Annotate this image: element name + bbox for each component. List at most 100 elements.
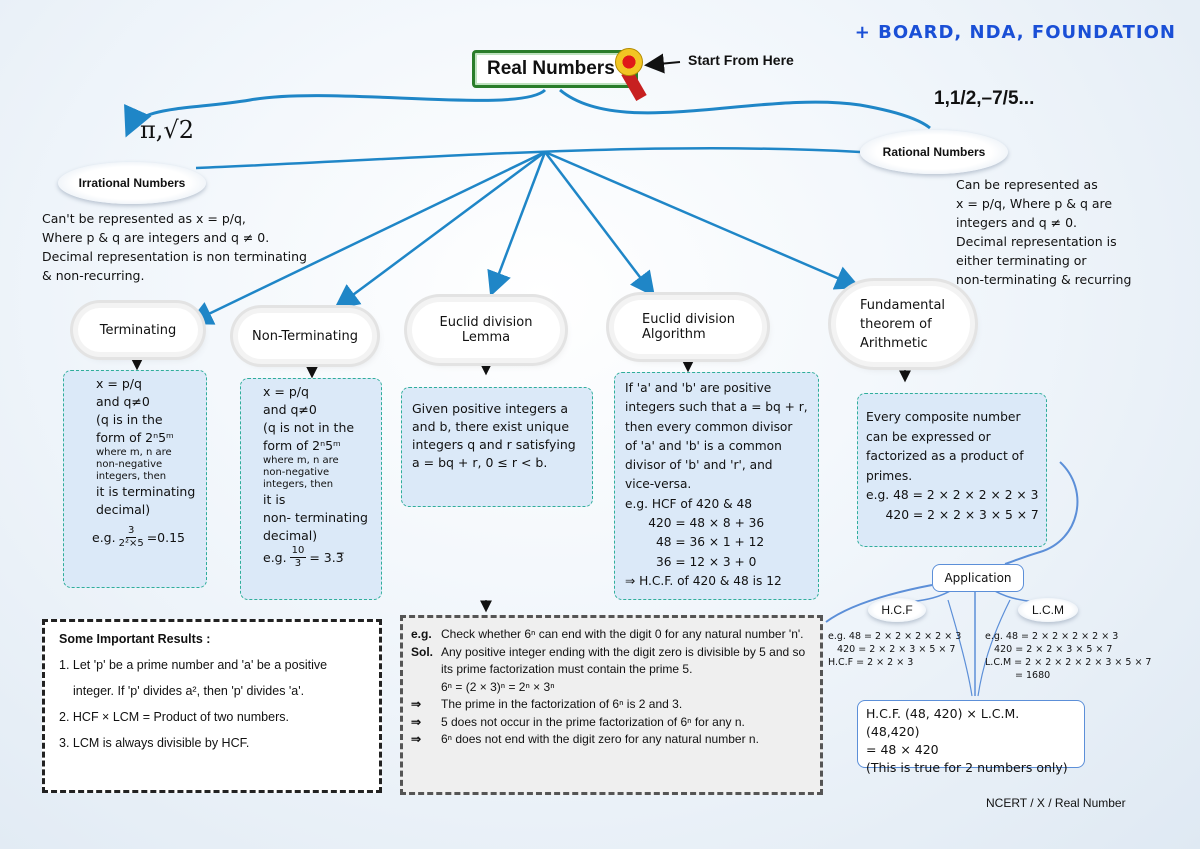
irrational-line: Where p & q are integers and q ≠ 0.: [42, 230, 270, 245]
fundamental-line: Every composite number: [866, 410, 1021, 424]
irrational-label: Irrational Numbers: [78, 176, 186, 190]
lemma-label: Euclid division: [439, 315, 533, 330]
non-terminating-line: (q is not in the: [263, 420, 355, 435]
lcm-example: e.g. 48 = 2 × 2 × 2 × 2 × 3 420 = 2 × 2 …: [985, 630, 1151, 682]
fraction-numerator: 10: [289, 545, 307, 558]
rational-line: Decimal representation is: [956, 234, 1117, 249]
course-tag: + BOARD, NDA, FOUNDATION: [854, 22, 1176, 43]
badge-seal-icon: [615, 48, 643, 76]
rational-line: x = p/q, Where p & q are: [956, 196, 1113, 211]
fraction-numerator: 3: [125, 525, 137, 538]
non-terminating-example: e.g. 10 3 = 3.3̅: [263, 545, 381, 570]
root-label: Real Numbers: [487, 58, 615, 79]
non-terminating-line: non-negative: [263, 467, 330, 478]
algorithm-line: 36 = 12 × 3 + 0: [625, 554, 757, 569]
irrational-line: & non-recurring.: [42, 268, 145, 283]
important-results-box: Some Important Results : 1. Let 'p' be a…: [42, 619, 382, 793]
non-terminating-line: x = p/q: [263, 384, 309, 399]
terminating-line: and q≠0: [96, 394, 150, 409]
hcf-example: e.g. 48 = 2 × 2 × 2 × 2 × 3 420 = 2 × 2 …: [828, 630, 961, 669]
lcm-line: e.g. 48 = 2 × 2 × 2 × 2 × 3: [985, 631, 1119, 642]
algorithm-line: integers such that a = bq + r,: [625, 400, 808, 415]
hcf-line: H.C.F = 2 × 2 × 3: [828, 657, 914, 668]
irrational-line: Can't be represented as x = p/q,: [42, 211, 246, 226]
rational-examples: 1,1/2,–7/5...: [934, 88, 1035, 109]
fundamental-label: Arithmetic: [860, 335, 928, 351]
euclid-algorithm-box: If 'a' and 'b' are positive integers suc…: [614, 372, 819, 600]
irrational-numbers-node: Irrational Numbers: [58, 162, 206, 204]
rational-numbers-node: Rational Numbers: [860, 130, 1008, 174]
hcf-line: 420 = 2 × 2 × 3 × 5 × 7: [828, 644, 956, 655]
lemma-line: and b, there exist unique: [412, 419, 570, 434]
fundamental-line: primes.: [866, 468, 913, 483]
row-key: e.g.: [411, 627, 432, 641]
important-result-item: integer. If 'p' divides a², then 'p' div…: [73, 684, 305, 698]
hcf-line: e.g. 48 = 2 × 2 × 2 × 2 × 3: [828, 631, 962, 642]
important-result-item: 1. Let 'p' be a prime number and 'a' be …: [59, 658, 328, 672]
fundamental-label: theorem of: [860, 316, 932, 332]
example-row: 6ⁿ = (2 × 3)ⁿ = 2ⁿ × 3ⁿ: [411, 679, 812, 697]
row-text: The prime in the factorization of 6ⁿ is …: [441, 697, 683, 711]
example-row: e.g.Check whether 6ⁿ can end with the di…: [411, 626, 812, 644]
algorithm-line: ⇒ H.C.F. of 420 & 48 is 12: [625, 573, 782, 588]
irrational-examples: π,√2: [140, 116, 194, 144]
non-terminating-line: and q≠0: [263, 402, 317, 417]
eg-prefix: e.g.: [263, 549, 287, 565]
non-terminating-line: form of 2ⁿ5ᵐ: [263, 438, 341, 453]
terminating-line: it is terminating: [96, 484, 196, 499]
lcm-line: L.C.M = 2 × 2 × 2 × 2 × 3 × 5 × 7: [985, 657, 1152, 668]
algorithm-label: Algorithm: [642, 327, 706, 342]
eg-result: = 3.3̅: [309, 549, 344, 565]
algorithm-line: divisor of 'b' and 'r', and: [625, 458, 773, 473]
algorithm-line: then every common divisor: [625, 419, 793, 434]
important-results-title: Some Important Results :: [59, 632, 211, 646]
non-terminating-node: Non-Terminating: [238, 313, 372, 359]
non-terminating-line: non- terminating: [263, 510, 368, 525]
terminating-line: non-negative: [96, 459, 163, 470]
footer-source: NCERT / X / Real Number: [986, 796, 1126, 810]
algorithm-line: 48 = 36 × 1 + 12: [625, 535, 765, 550]
row-key: [411, 679, 441, 697]
application-label: Application: [944, 571, 1012, 585]
example-row: ⇒ 6ⁿ does not end with the digit zero for…: [411, 731, 812, 749]
fundamental-line: can be expressed or: [866, 429, 991, 444]
fraction-denominator: 2²×5: [118, 538, 144, 549]
eg-prefix: e.g.: [92, 529, 116, 545]
algorithm-line: of 'a' and 'b' is a common: [625, 438, 782, 453]
row-key: ⇒: [411, 732, 422, 746]
row-text: Any positive integer ending with the dig…: [441, 644, 806, 677]
rational-line: either terminating or: [956, 253, 1087, 268]
non-terminating-line: where m, n are: [263, 455, 339, 466]
example-row: ⇒The prime in the factorization of 6ⁿ is…: [411, 696, 812, 714]
eg-result: =0.15: [146, 529, 186, 545]
application-node: Application: [932, 564, 1024, 592]
terminating-box: x = p/q and q≠0 (q is in the form of 2ⁿ5…: [63, 370, 207, 588]
terminating-line: where m, n are: [96, 447, 172, 458]
row-text: 6ⁿ does not end with the digit zero for …: [441, 732, 759, 746]
fundamental-theorem-box: Every composite number can be expressed …: [857, 393, 1047, 547]
terminating-line: decimal): [96, 502, 151, 517]
lcm-line: = 1680: [1015, 670, 1051, 681]
lemma-label: Lemma: [461, 330, 511, 345]
terminating-line: integers, then: [96, 471, 167, 482]
row-key: Sol.: [411, 644, 434, 659]
terminating-line: form of 2ⁿ5ᵐ: [96, 430, 174, 445]
non-terminating-box: x = p/q and q≠0 (q is not in the form of…: [240, 378, 382, 600]
start-pointer-label: Start From Here: [688, 52, 794, 68]
euclid-lemma-box: Given positive integers a and b, there e…: [401, 387, 593, 507]
fraction: 10 3: [289, 545, 307, 570]
lcm-line: 420 = 2 × 2 × 3 × 5 × 7: [985, 644, 1113, 655]
result-line: H.C.F. (48, 420) × L.C.M. (48,420): [866, 706, 1020, 739]
root-node: Real Numbers: [472, 50, 638, 88]
terminating-example: e.g. 3 2²×5 =0.15: [92, 525, 206, 550]
terminating-node: Terminating: [78, 308, 198, 352]
fraction: 3 2²×5: [119, 525, 144, 550]
irrational-line: Decimal representation is non terminatin…: [42, 249, 307, 264]
terminating-label: Terminating: [99, 322, 177, 338]
lcm-label: L.C.M: [1031, 603, 1064, 617]
rational-label: Rational Numbers: [882, 145, 986, 159]
euclid-algorithm-node: Euclid division Algorithm: [614, 300, 762, 354]
example-row: Sol. Any positive integer ending with the…: [411, 644, 812, 679]
non-terminating-line: it is: [263, 492, 286, 507]
